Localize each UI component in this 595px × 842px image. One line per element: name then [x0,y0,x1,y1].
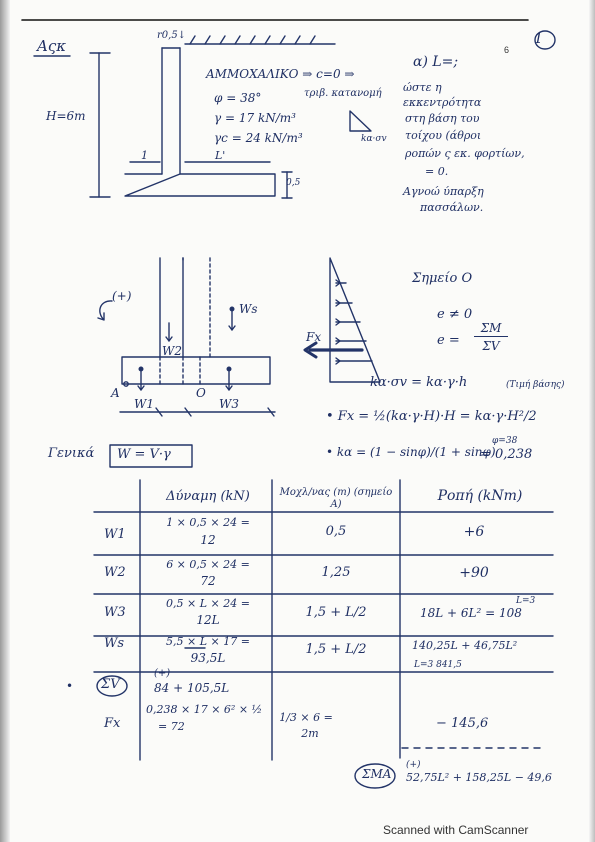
earth-sigma-note: (Τιμή βάσης) [506,380,565,390]
table-row-label: W1 [104,527,126,542]
material-phi: φ = 38° [214,91,262,105]
fx-row-arm: 2m [301,727,319,740]
height-label: H=6m [46,109,86,123]
table-row-label: Ws [104,636,125,651]
table-header-arm: Μοχλ/νας (m) (σημείο A) [279,487,393,510]
table-cell-force: 0,5 × L × 24 = [166,597,250,610]
table-cell-moment-note: L=3 841,5 [414,660,462,670]
material-gamma-c: γc = 24 kN/m³ [214,131,303,145]
table-cell-force: 72 [200,574,216,588]
label-o: O [196,386,206,400]
general-formula: W = V·γ [117,447,171,462]
part-a-line: τοίχου (άθροι [405,129,482,142]
eccentric-e2-den: ΣV [482,339,500,353]
table-cell-arm: 0,5 [325,524,347,539]
table-cell-arm: 1,25 [321,565,351,580]
eccentric-e2-num: ΣM [474,321,508,337]
table-cell-moment-note: L=3 [516,596,536,606]
fx-row-arm: 1/3 × 6 = [279,711,333,724]
scan-shadow-right [589,0,595,842]
table-cell-force: 5,5 × L × 17 = [166,635,250,648]
part-a-line: στη βάση του [405,112,480,125]
table-cell-moment: +90 [459,565,489,581]
label-a: A [111,386,120,400]
sum-v-sign: (+) [154,668,171,679]
scan-shadow-left [0,0,10,842]
material-gamma: γ = 17 kN/m³ [214,111,296,125]
part-a-line: ροπών ς εκ. φορτίων, [405,147,525,160]
earth-fx: • Fx = ½(kα·γ·H)·H = kα·γ·H²/2 [326,409,537,424]
sum-ma-sign: (+) [406,760,421,770]
earth-ka-value: = 0,238 [480,447,533,462]
table-row-label: W2 [104,565,126,580]
dim-l-prime: L' [215,149,226,162]
dim-one: 1 [141,149,148,162]
table-cell-force: 93,5L [190,651,226,665]
table-cell-arm: 1,5 + L/2 [305,605,367,620]
eccentric-e1: e ≠ 0 [437,307,473,322]
part-a-line: α) L=; [413,54,459,70]
table-cell-moment: +6 [463,524,485,540]
table-cell-arm: 1,5 + L/2 [305,642,367,657]
table-cell-moment: 18L + 6L² = 108 [420,606,522,620]
fx-row-moment: − 145,6 [436,716,489,731]
fx-row-force: 0,238 × 17 × 6² × ½ [146,703,263,716]
part-a-line: εκκεντρότητα [403,96,482,109]
table-header-force: Δύναμη (kN) [166,489,250,504]
table-cell-force: 12 [200,533,216,547]
part-a-line: = 0. [425,165,449,178]
dim-half: 0,5 [286,178,301,188]
page-number-circle: 1 [534,31,543,47]
earth-phi-note: φ=38 [492,436,518,446]
eccentric-e2-lhs: e = [437,333,460,348]
sum-ma-value: 52,75L² + 158,25L − 49,6 [406,771,552,784]
triangle-label: kα·σv [361,134,387,144]
fx-row-force: = 72 [158,720,185,733]
earth-ka: • kα = (1 − sinφ)/(1 + sinφ) [326,445,496,459]
part-a-line: ώστε η [403,81,442,94]
moment-sign: (+) [112,289,132,303]
scanner-footer: Scanned with CamScanner [383,823,529,837]
top-label: r0,5↓ [157,30,187,41]
title: Αςκ [37,37,67,55]
label-w2: W2 [162,344,182,358]
material-line1b: τριβ. κατανομή [304,88,382,99]
table-cell-force: 6 × 0,5 × 24 = [166,558,250,571]
sum-v-value: 84 + 105,5L [154,681,230,695]
earth-sigma: kα·σv = kα·γ·h [370,375,468,390]
eccentric-title: Σημείο O [412,271,473,286]
part-a-line: πασσάλων. [420,201,484,214]
table-cell-moment: 140,25L + 46,75L² [412,639,518,652]
table-cell-force: 1 × 0,5 × 24 = [166,516,250,529]
part-a-line: Αγνοώ ύπαρξη [403,185,484,198]
small-page-number: 6 [504,45,510,55]
label-ws: Ws [239,302,258,316]
material-line1: ΑΜΜΟΧΑΛΙΚΟ ⇒ c=0 ⇒ [206,67,355,81]
bullet: • [66,679,74,693]
table-header-moment: Ροπή (kNm) [437,488,523,504]
label-w1: W1 [134,397,154,411]
fx-row-label: Fx [104,716,121,731]
label-w3: W3 [219,397,239,411]
label-fx: Fx [306,330,322,344]
general-label: Γενικά [48,446,95,461]
sum-v-label: ΣV [101,677,120,692]
table-row-label: W3 [104,605,126,620]
sum-ma-label: ΣMA [362,767,392,781]
table-cell-force: 12L [196,613,220,627]
